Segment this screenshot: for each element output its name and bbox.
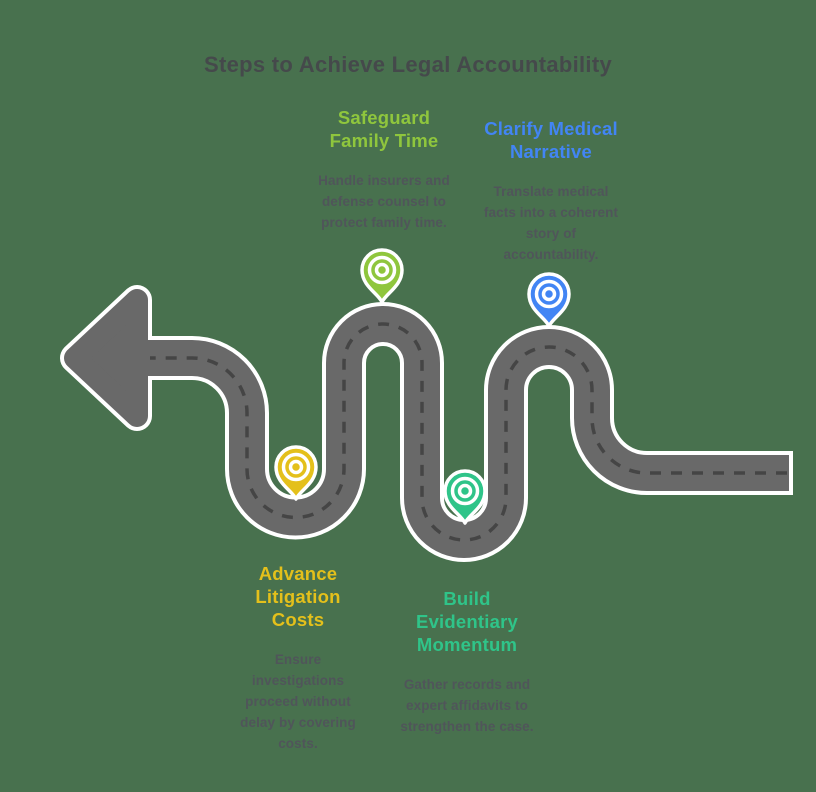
- step-heading: Clarify Medical Narrative: [484, 118, 618, 162]
- step-build-evidentiary-momentum: Build Evidentiary Momentum Gather record…: [367, 587, 567, 737]
- step-description: Gather records and expert affidavits to …: [400, 677, 534, 734]
- arrowhead: [64, 289, 148, 427]
- step-heading: Safeguard Family Time: [329, 107, 439, 151]
- step-clarify-medical-narrative: Clarify Medical Narrative Translate medi…: [451, 117, 651, 265]
- advance-pin-icon: [274, 445, 318, 501]
- step-heading: Build Evidentiary Momentum: [416, 588, 518, 655]
- step-description: Translate medical facts into a coherent …: [483, 184, 619, 262]
- clarify-pin-icon: [527, 272, 571, 328]
- build-pin-icon: [443, 469, 487, 525]
- page-title: Steps to Achieve Legal Accountability: [203, 52, 612, 77]
- step-advance-litigation-costs: Advance Litigation Costs Ensure investig…: [198, 562, 398, 754]
- road-centerline-dashes: [150, 322, 787, 542]
- step-description: Handle insurers and defense counsel to p…: [318, 173, 450, 230]
- step-heading: Advance Litigation Costs: [255, 563, 341, 630]
- step-description: Ensure investigations proceed without de…: [240, 652, 356, 751]
- safeguard-pin-icon: [360, 248, 404, 304]
- step-safeguard-family-time: Safeguard Family Time Handle insurers an…: [284, 106, 484, 233]
